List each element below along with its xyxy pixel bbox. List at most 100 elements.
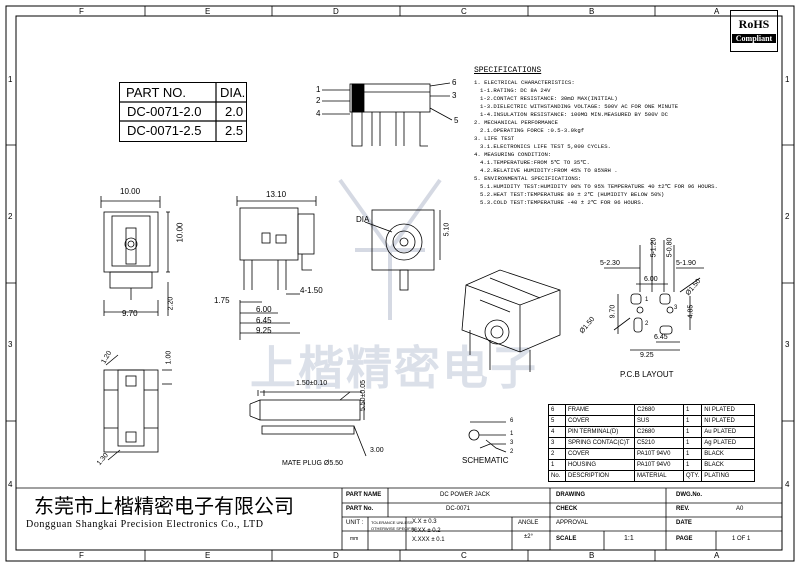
zone-letter-top: B xyxy=(589,7,595,16)
dim-label: 6.45 xyxy=(256,316,272,325)
spec-line: 1-3.DIELECTRIC WITHSTANDING VOLTAGE: 500… xyxy=(480,103,679,110)
dim-label: 3.00 xyxy=(370,447,384,454)
zone-number-left: 4 xyxy=(8,480,13,489)
dia-view xyxy=(364,209,441,291)
spec-line: 4. MEASURING CONDITION: xyxy=(474,151,552,158)
part-no-label: PART No. xyxy=(346,506,374,512)
schematic-pin: 2 xyxy=(510,449,514,455)
zone-letter-top: E xyxy=(205,7,211,16)
zone-number-left: 2 xyxy=(8,212,13,221)
dim-label: 1.75 xyxy=(214,296,230,305)
part-table-cell: DC-0071-2.0 xyxy=(127,104,202,119)
dim-label: 5-2.30 xyxy=(600,260,620,267)
rohs-logo: RoHS Compliant xyxy=(730,10,778,52)
spec-line: 1-4.INSULATION RESISTANCE: 100MΩ MIN.MEA… xyxy=(480,111,668,118)
spec-line: 4.2.RELATIVE HUMIDITY:FROM 45% TO 85%RH … xyxy=(480,167,618,174)
tolerance-value: X.XXX ± 0.1 xyxy=(412,537,445,543)
zone-number-right: 4 xyxy=(785,480,790,489)
dim-label: 6.00 xyxy=(644,276,658,283)
bom-row: 2 COVER PA10T 94V0 1 BLACK xyxy=(548,448,756,460)
approval-label: APPROVAL xyxy=(556,520,588,526)
tolerance-value: X.X ± 0.3 xyxy=(412,519,437,525)
pcb-layout-label: P.C.B LAYOUT xyxy=(620,370,674,379)
rev-value: A0 xyxy=(736,506,744,512)
angle-value: ±2° xyxy=(524,534,534,540)
spec-line: 2.1.OPERATING FORCE :0.5-3.0kgf xyxy=(480,127,585,134)
zone-number-right: 2 xyxy=(785,212,790,221)
date-label: DATE xyxy=(676,520,692,526)
watermark-logo xyxy=(338,178,442,320)
callout-label: 3 xyxy=(452,91,457,100)
spec-line: 1-2.CONTACT RESISTANCE: 30mΩ MAX(INITIAL… xyxy=(480,95,618,102)
bom-header-cell: MATERIAL xyxy=(634,470,684,482)
spec-line: 1. ELECTRICAL CHARACTERISTICS: xyxy=(474,79,575,86)
tolerance-label: OTHERWISE SPECIFIED xyxy=(371,526,418,531)
spec-line: 5.2.HEAT TEST:TEMPERATURE 80 ± 2℃ (HUMID… xyxy=(480,191,665,198)
zone-number-right: 3 xyxy=(785,340,790,349)
drawing-label: DRAWING xyxy=(556,492,585,498)
zone-number-left: 3 xyxy=(8,340,13,349)
part-table-header-partno: PART NO. xyxy=(126,85,186,100)
zone-letter-top: D xyxy=(333,7,339,16)
watermark-text: 上楷精密电子 xyxy=(250,341,538,395)
page-value: 1 OF 1 xyxy=(732,536,751,542)
dim-label: DIA xyxy=(356,215,370,224)
angle-label: ANGLE xyxy=(518,520,539,526)
zone-letter-bottom: B xyxy=(589,551,595,560)
zone-number-left: 1 xyxy=(8,75,13,84)
bom-header-cell: PLATING xyxy=(701,470,756,482)
zone-number-right: 1 xyxy=(785,75,790,84)
dim-label: 5-1.90 xyxy=(676,260,696,267)
bom-header-cell: QTY. xyxy=(682,470,703,482)
specifications-title: SPECIFICATIONS xyxy=(474,66,542,75)
part-table-cell: 2.0 xyxy=(225,104,244,119)
rohs-compliant-text: Compliant xyxy=(732,34,776,43)
dim-label: 10.00 xyxy=(120,187,141,196)
part-name-value: DC POWER JACK xyxy=(440,492,491,498)
bottom-view xyxy=(103,354,172,461)
unit-label: UNIT : xyxy=(346,520,364,526)
zone-letter-bottom: E xyxy=(205,551,211,560)
company-name-en: Dongguan Shangkai Precision Electronics … xyxy=(26,519,264,530)
zone-letter-top: A xyxy=(714,7,720,16)
front-view xyxy=(100,196,170,316)
part-no-value: DC-0071 xyxy=(446,506,471,512)
spec-line: 4.1.TEMPERATURE:FROM 5℃ TO 35℃. xyxy=(480,159,590,166)
schematic-label: SCHEMATIC xyxy=(462,456,509,465)
part-number-table: PART NO. DIA. DC-0071-2.0 2.0 DC-0071-2.… xyxy=(119,82,247,142)
dim-label: 6.45 xyxy=(654,334,668,341)
tolerance-value: X.XX ± 0.2 xyxy=(412,528,441,534)
mate-plug-label: MATE PLUG Ø5.50 xyxy=(282,460,343,467)
check-label: CHECK xyxy=(556,506,578,512)
dim-label: 9.25 xyxy=(640,352,654,359)
spec-line: 3.1.ELECTRONICS LIFE TEST 5,000 CYCLES. xyxy=(480,143,611,150)
part-table-cell: DC-0071-2.5 xyxy=(127,123,202,138)
top-elevation-view xyxy=(322,82,453,147)
callout-label: 1 xyxy=(316,85,321,94)
schematic-view xyxy=(468,421,507,453)
callout-label: 6 xyxy=(452,78,457,87)
zone-letter-top: C xyxy=(461,7,467,16)
side-view xyxy=(236,196,317,340)
bom-header-row: No. DESCRIPTION MATERIAL QTY. PLATING xyxy=(548,470,756,482)
rohs-text: RoHS xyxy=(738,17,770,31)
bom-row: 4 PIN TERMINAL(D) C2680 1 Au PLATED xyxy=(548,426,756,438)
bom-table: 6 FRAME C2680 1 NI PLATED 5 COVER SUS 1 … xyxy=(548,404,756,482)
company-name-cn: 东莞市上楷精密电子有限公司 xyxy=(34,494,294,518)
scale-value: 1:1 xyxy=(624,535,634,542)
pcb-pin-label: 2 xyxy=(645,321,649,327)
zone-letter-bottom: D xyxy=(333,551,339,560)
callout-label: 5 xyxy=(454,116,459,125)
zone-letter-bottom: C xyxy=(461,551,467,560)
zone-letter-bottom: A xyxy=(714,551,720,560)
callout-label: 4 xyxy=(316,109,321,118)
callout-label: 2 xyxy=(316,96,321,105)
dim-label: 4-1.50 xyxy=(300,286,323,295)
dwg-no-label: DWG.No. xyxy=(676,492,702,498)
spec-line: 3. LIFE TEST xyxy=(474,135,515,142)
pcb-layout-view xyxy=(604,240,704,351)
dim-label: 9.25 xyxy=(256,326,272,335)
unit-value: mm xyxy=(350,536,359,542)
